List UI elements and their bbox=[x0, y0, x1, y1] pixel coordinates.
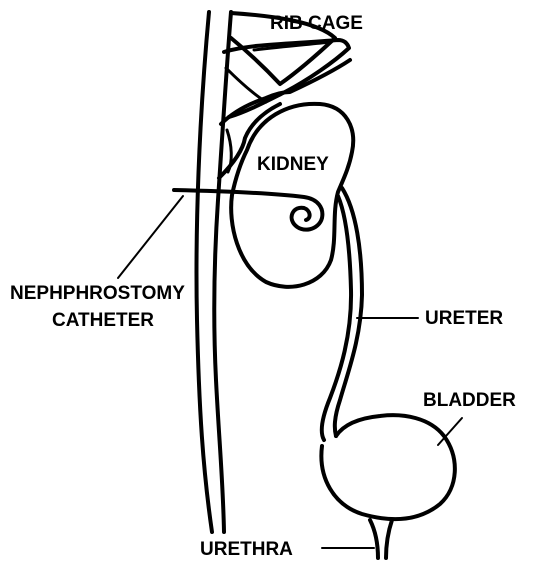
rib-cage-label: RIB CAGE bbox=[270, 13, 363, 34]
urethra bbox=[370, 520, 392, 558]
ureter bbox=[322, 188, 362, 440]
ureter-label: URETER bbox=[425, 308, 503, 329]
bladder-label: BLADDER bbox=[423, 390, 516, 411]
nephrostomy-leader-line bbox=[118, 196, 183, 278]
bladder bbox=[321, 415, 454, 519]
kidney-label: KIDNEY bbox=[257, 154, 329, 175]
body-outline bbox=[197, 12, 232, 532]
nephrostomy-label-line2: CATHETER bbox=[52, 310, 154, 331]
leader-lines bbox=[118, 196, 462, 548]
nephrostomy-label-line1: NEPHPHROSTOMY bbox=[10, 283, 185, 304]
urethra-label: URETHRA bbox=[200, 539, 293, 560]
